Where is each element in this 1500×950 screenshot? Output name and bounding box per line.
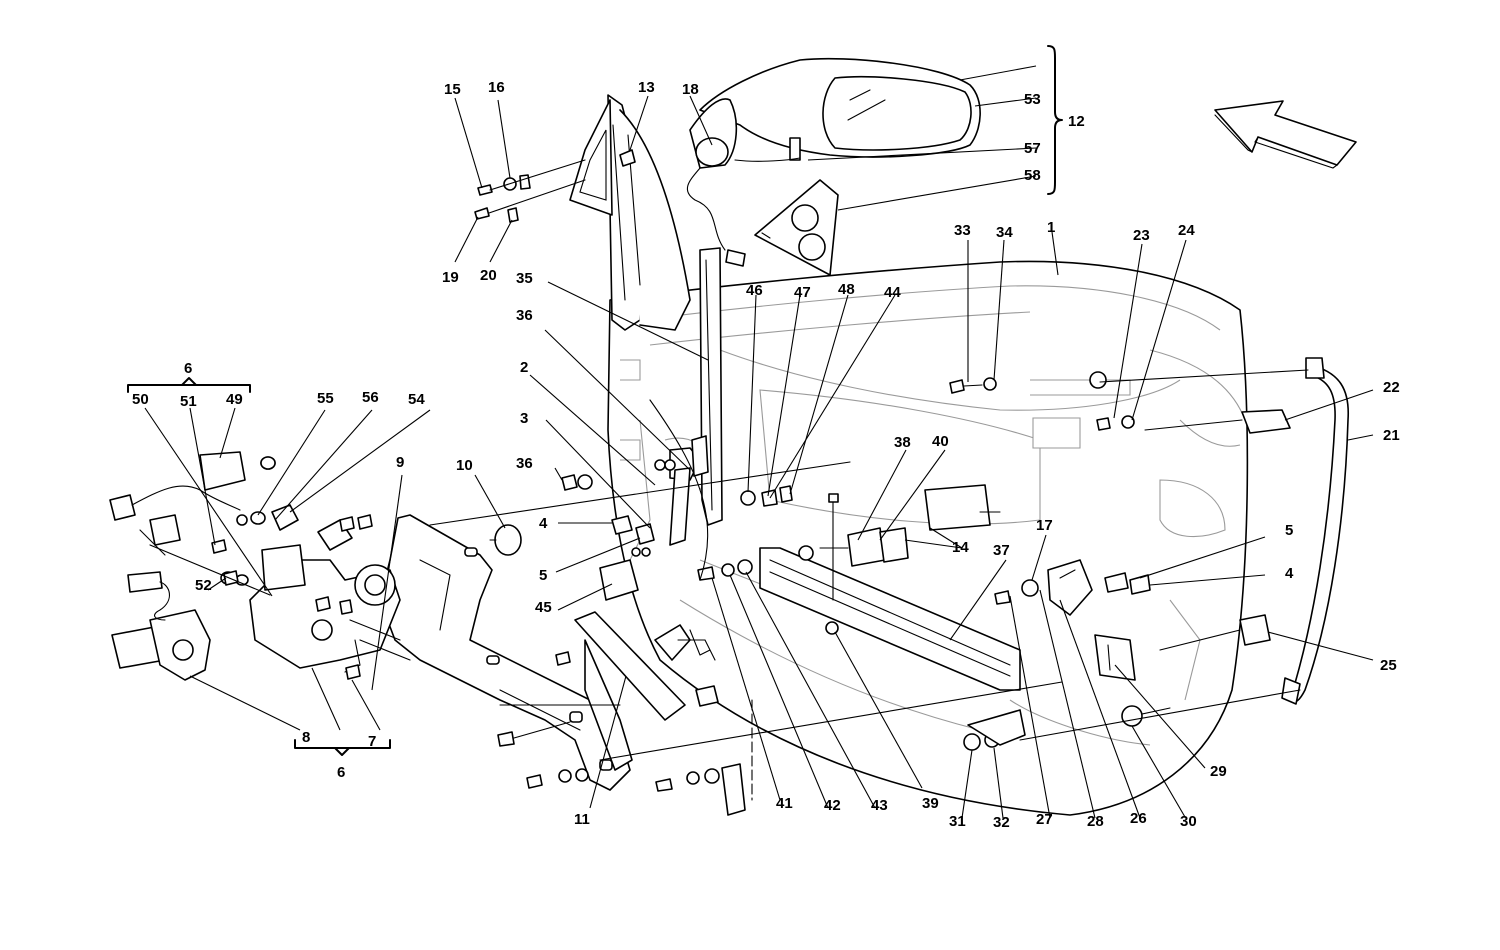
- callout-46: 46: [746, 282, 763, 299]
- callout-44: 44: [884, 284, 901, 301]
- callout-39: 39: [922, 795, 939, 812]
- group-braces: [127, 45, 1063, 756]
- leader-lines: [144, 65, 1374, 819]
- callout-12: 12: [1068, 113, 1085, 130]
- callout-45: 45: [535, 599, 552, 616]
- callout-57: 57: [1024, 140, 1041, 157]
- callout-41: 41: [776, 795, 793, 812]
- assembly-guide-lines: [149, 369, 1309, 801]
- rubber-bumper: [489, 524, 522, 556]
- callout-34: 34: [996, 224, 1013, 241]
- fasteners: [211, 371, 1171, 816]
- callout-56: 56: [362, 389, 379, 406]
- electric-motor: [111, 571, 211, 681]
- callout-30: 30: [1180, 813, 1197, 830]
- callout-53: 53: [1024, 91, 1041, 108]
- callout-50: 50: [132, 391, 149, 408]
- callout-18: 18: [682, 81, 699, 98]
- callout-14: 14: [952, 539, 969, 556]
- callout-4: 4: [1285, 565, 1294, 582]
- callout-10: 10: [456, 457, 473, 474]
- door-latch: [1047, 559, 1151, 681]
- callout-43: 43: [871, 797, 888, 814]
- callout-38: 38: [894, 434, 911, 451]
- callout-labels: 1 2 3 4 4 5 5 6 6 7 8 9 10 11 12 13 14 1…: [132, 79, 1400, 831]
- window-regulator: [379, 514, 716, 791]
- mirror-bracket-bolts: [474, 149, 636, 223]
- callout-32: 32: [993, 814, 1010, 831]
- callout-13: 13: [638, 79, 655, 96]
- callout-17: 17: [1036, 517, 1053, 534]
- callout-11: 11: [574, 811, 590, 828]
- callout-36: 36: [516, 455, 533, 472]
- inner-bracket: [819, 484, 1001, 567]
- lower-seal-rail: [759, 547, 1021, 691]
- callout-24: 24: [1178, 222, 1195, 239]
- mirror-assembly: [686, 57, 981, 267]
- callout-4: 4: [539, 515, 548, 532]
- callout-16: 16: [488, 79, 505, 96]
- callout-20: 20: [480, 267, 497, 284]
- callout-8: 8: [302, 729, 310, 746]
- callout-5: 5: [1285, 522, 1293, 539]
- callout-31: 31: [949, 813, 966, 830]
- callout-5: 5: [539, 567, 547, 584]
- door-panel: [607, 260, 1249, 816]
- mirror-cover-triangle: [754, 179, 839, 276]
- callout-22: 22: [1383, 379, 1400, 396]
- motor-assembly: [249, 519, 411, 673]
- callout-51: 51: [180, 393, 197, 410]
- callout-35: 35: [516, 270, 533, 287]
- callout-48: 48: [838, 281, 855, 298]
- callout-21: 21: [1383, 427, 1400, 444]
- callout-55: 55: [317, 390, 334, 407]
- callout-2: 2: [520, 359, 528, 376]
- callout-37: 37: [993, 542, 1010, 559]
- callout-25: 25: [1380, 657, 1397, 674]
- seal-clips: [1239, 409, 1291, 646]
- callout-52: 52: [195, 577, 212, 594]
- window-frame: [569, 94, 691, 331]
- door-seal: [1281, 357, 1350, 705]
- callout-15: 15: [444, 81, 461, 98]
- callout-3: 3: [520, 410, 528, 427]
- callout-19: 19: [442, 269, 459, 286]
- callout-33: 33: [954, 222, 971, 239]
- callout-49: 49: [226, 391, 243, 408]
- callout-9: 9: [396, 454, 404, 471]
- front-direction-arrow-icon: [1214, 100, 1357, 169]
- callout-26: 26: [1130, 810, 1147, 827]
- callout-23: 23: [1133, 227, 1150, 244]
- callout-42: 42: [824, 797, 841, 814]
- callout-54: 54: [408, 391, 425, 408]
- callout-47: 47: [794, 284, 811, 301]
- callout-6: 6: [337, 764, 345, 781]
- callout-29: 29: [1210, 763, 1227, 780]
- callout-27: 27: [1036, 811, 1053, 828]
- callout-28: 28: [1087, 813, 1104, 830]
- callout-6: 6: [184, 360, 192, 377]
- callout-7: 7: [368, 733, 376, 750]
- callout-36: 36: [516, 307, 533, 324]
- callout-1: 1: [1047, 219, 1055, 236]
- callout-40: 40: [932, 433, 949, 450]
- callout-58: 58: [1024, 167, 1041, 184]
